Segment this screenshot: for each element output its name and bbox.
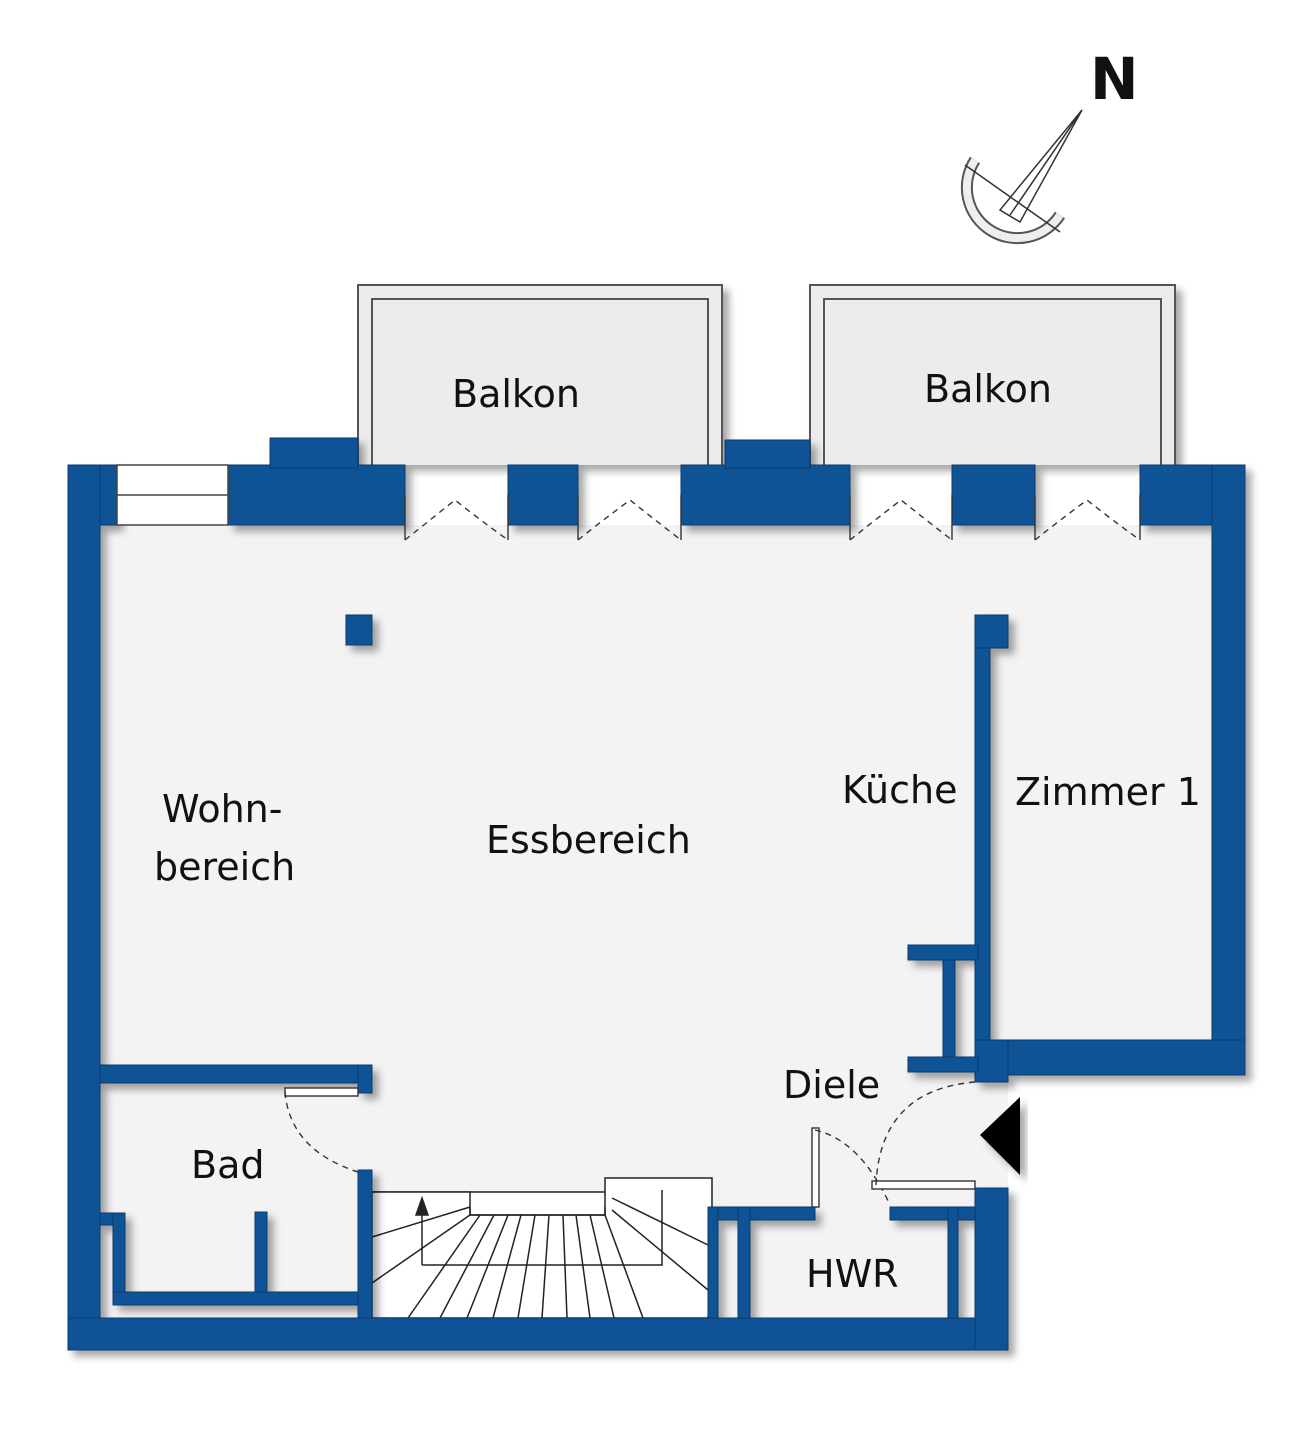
door-hwr (811, 1127, 891, 1208)
door-swing-4 (1034, 495, 1141, 541)
room-label-zimmer-1: Zimmer 1 (1015, 770, 1201, 814)
door-swing-3 (849, 495, 953, 541)
staircase (371, 1177, 713, 1319)
compass-north-label: N (1090, 45, 1139, 113)
entrance-arrow-icon (980, 1097, 1020, 1175)
room-label-balkon-right: Balkon (924, 367, 1052, 411)
room-label-diele: Diele (783, 1063, 881, 1107)
room-label-kueche: Küche (842, 768, 958, 812)
room-label-balkon-left: Balkon (452, 372, 580, 416)
stair-direction-arrow-icon (414, 1195, 430, 1216)
window (116, 464, 229, 526)
balcony-left (357, 284, 723, 465)
balcony-doors (284, 495, 1141, 1208)
balcony-right (809, 284, 1176, 465)
room-label-wohnbereich-1: Wohn- (162, 787, 283, 831)
walls (67, 437, 1246, 1351)
compass-north-icon (960, 109, 1083, 245)
door-bad (284, 1087, 359, 1173)
room-label-bad: Bad (191, 1143, 265, 1187)
door-entry (871, 1081, 976, 1190)
room-label-wohnbereich-2: bereich (154, 845, 296, 889)
door-swing-1 (404, 495, 509, 541)
room-label-essbereich: Essbereich (486, 818, 691, 862)
door-swing-2 (577, 495, 682, 541)
room-label-hwr: HWR (806, 1252, 899, 1296)
